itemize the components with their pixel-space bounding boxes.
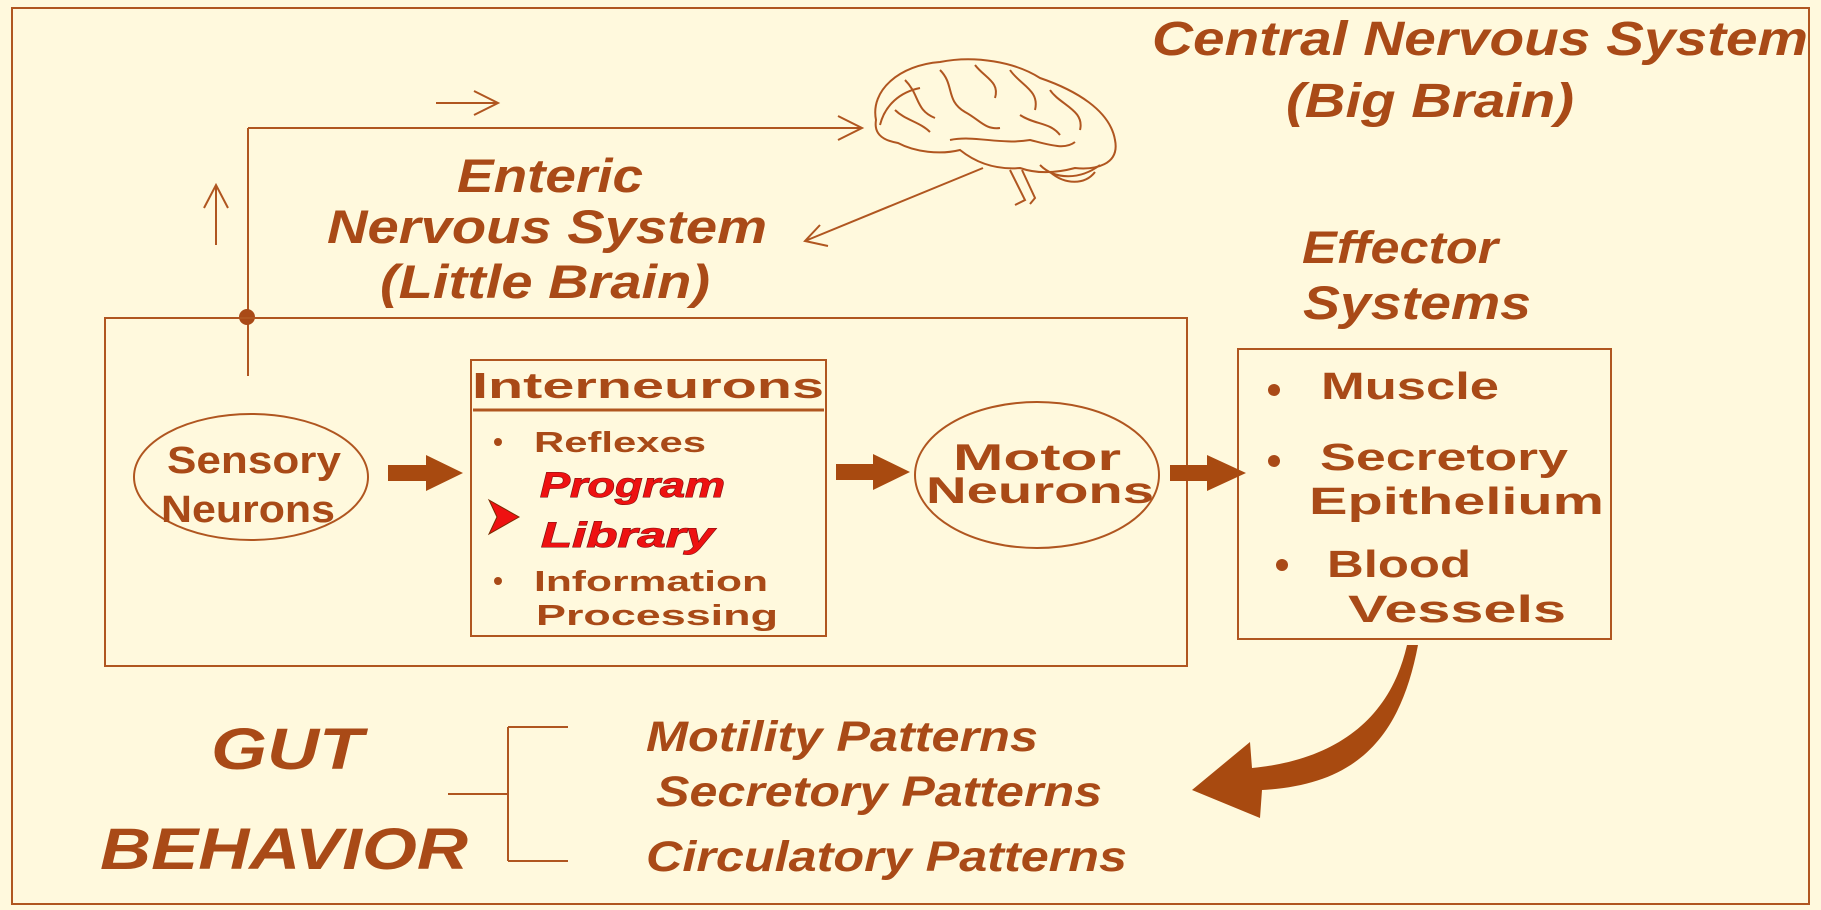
processing-label: Processing	[536, 600, 778, 632]
effector-vessels-label: Vessels	[1348, 589, 1566, 631]
sensory-to-cns-path	[247, 115, 865, 376]
circulatory-patterns-label: Circulatory Patterns	[646, 833, 1127, 881]
gut-label: GUT	[211, 717, 369, 782]
sensory-label-line2: Neurons	[161, 489, 335, 531]
ens-title-line2: Nervous System	[327, 200, 767, 253]
reflexes-label: Reflexes	[534, 427, 706, 459]
program-label: Program	[540, 466, 725, 505]
sensory-to-interneurons-arrow	[388, 455, 463, 491]
motor-label-line2: Neurons	[926, 470, 1154, 511]
effector-epithelium-label: Epithelium	[1309, 481, 1604, 523]
bullet-muscle	[1268, 384, 1280, 396]
effector-title-line2: Systems	[1303, 276, 1531, 329]
outer-frame	[11, 7, 1810, 905]
up-arrow-indicator	[203, 182, 229, 245]
motility-patterns-label: Motility Patterns	[646, 713, 1038, 761]
ens-box	[104, 317, 1188, 667]
sensory-label-line1: Sensory	[167, 440, 341, 482]
cns-to-ens-arrow	[803, 167, 984, 247]
effector-box	[1237, 348, 1612, 640]
bullet-secretory	[1268, 455, 1280, 467]
arrowhead-bullet-icon	[487, 498, 521, 536]
ens-title-line3: (Little Brain)	[380, 255, 710, 308]
interneurons-to-motor-arrow	[836, 454, 910, 490]
bullet-blood	[1276, 559, 1288, 571]
motor-label-line1: Motor	[953, 437, 1121, 478]
brain-icon	[874, 58, 1117, 206]
behavior-bracket	[448, 726, 568, 862]
motor-neurons-node	[914, 401, 1160, 549]
sensory-neurons-node	[133, 413, 369, 541]
effector-to-behavior-arrow	[1192, 645, 1418, 818]
cns-title-line2: (Big Brain)	[1286, 75, 1574, 128]
behavior-label: BEHAVIOR	[100, 817, 468, 882]
effector-blood-label: Blood	[1327, 544, 1471, 586]
effector-muscle-label: Muscle	[1321, 366, 1499, 408]
motor-to-effector-arrow	[1170, 455, 1246, 491]
secretory-patterns-label: Secretory Patterns	[656, 768, 1102, 816]
cns-title-line1: Central Nervous System	[1152, 13, 1808, 66]
bullet-information	[494, 577, 502, 585]
interneurons-title: Interneurons	[472, 365, 824, 406]
library-label: Library	[541, 516, 716, 555]
effector-title-line1: Effector	[1302, 222, 1501, 273]
information-label: Information	[534, 566, 768, 598]
bullet-reflexes	[494, 438, 502, 446]
right-arrow-indicator	[436, 90, 501, 116]
ens-title-line1: Enteric	[457, 149, 643, 202]
interneurons-box	[470, 359, 827, 637]
effector-secretory-label: Secretory	[1320, 437, 1568, 479]
